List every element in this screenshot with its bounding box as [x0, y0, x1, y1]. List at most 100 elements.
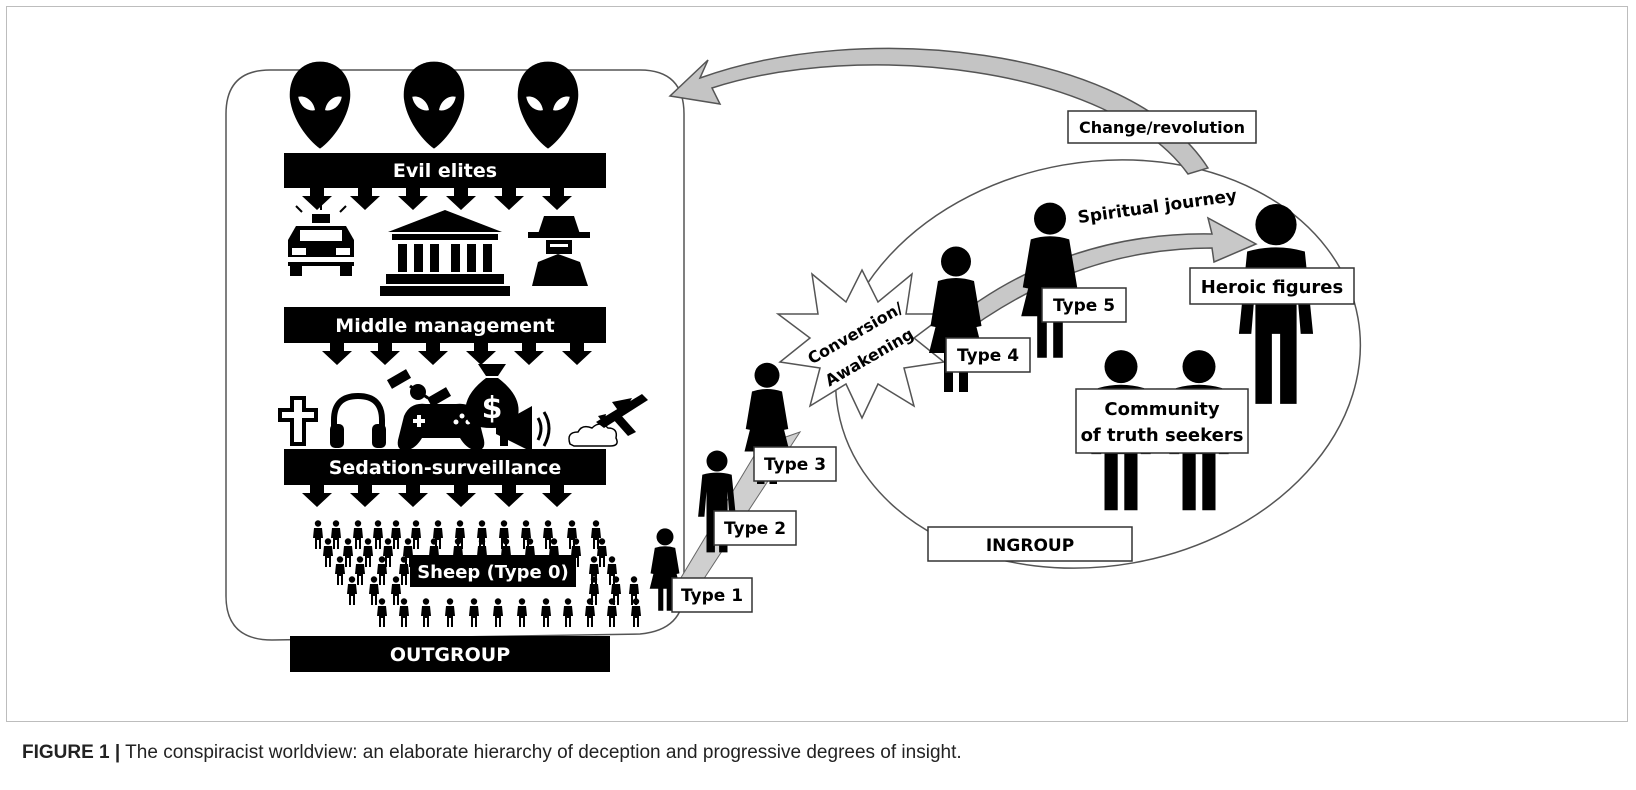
alien-head-icon: [403, 61, 465, 149]
down-arrow-icon: [562, 343, 592, 365]
sheep-person-icon: [399, 598, 409, 627]
headphones-icon: [330, 392, 386, 448]
sheep-person-icon: [313, 520, 323, 549]
sheep-person-icon: [353, 520, 363, 549]
ingroup-label: INGROUP: [986, 536, 1074, 556]
sheep-person-icon: [469, 598, 479, 627]
type3-box: [753, 446, 837, 482]
type5-label: Type 5: [1053, 296, 1115, 316]
sheep-person-icon: [391, 520, 401, 549]
sheep-person-icon: [541, 598, 551, 627]
money-bag-icon: $: [465, 364, 519, 428]
sheep-person-icon: [377, 598, 387, 627]
change-revolution-arrow: [668, 47, 1210, 175]
sheep-person-icon: [493, 598, 503, 627]
sheep-person-icon: [445, 598, 455, 627]
down-arrow-icon: [466, 343, 496, 365]
down-arrow-icon: [302, 485, 332, 507]
sedation-surveillance-label: Sedation-surveillance: [329, 457, 562, 479]
sheep-person-icon: [399, 556, 409, 585]
sheep-person-icon: [331, 520, 341, 549]
sheep-person-icon: [343, 538, 353, 567]
sheep-person-icon: [455, 520, 465, 549]
type4-box: [945, 337, 1031, 373]
down-arrow-icon: [350, 485, 380, 507]
down-arrow-icon: [398, 188, 428, 210]
ingroup-ellipse: [834, 159, 1362, 569]
conversion-starburst: [775, 268, 949, 420]
type5-box: [1041, 287, 1127, 323]
down-arrow-icon: [398, 485, 428, 507]
heroic-figures-box: [1189, 267, 1355, 305]
middle-management-label: Middle management: [335, 315, 554, 337]
down-arrow-icon: [446, 485, 476, 507]
sheep-person-icon: [421, 598, 431, 627]
change-revolution-label: Change/revolution: [1079, 118, 1245, 137]
down-arrow-icon: [542, 485, 572, 507]
sheep-person-icon: [373, 520, 383, 549]
alien-head-icon: [517, 61, 579, 149]
money-bag-dollar: $: [482, 391, 503, 426]
police-car-icon: [284, 202, 358, 276]
spy-icon: [528, 216, 590, 286]
sheep-person-icon: [585, 598, 595, 627]
diagram: Evil elites M: [225, 47, 1362, 672]
sheep-person-icon: [347, 576, 357, 605]
down-arrow-icon: [322, 343, 352, 365]
spiritual-journey-arrow: [945, 216, 1258, 342]
sheep-person-icon: [323, 538, 333, 567]
sheep-person-icon: [391, 576, 401, 605]
sheep-person-icon: [433, 520, 443, 549]
figure-caption-label: FIGURE 1 |: [22, 742, 121, 763]
type1-box: [671, 577, 753, 613]
sheep-person-icon: [383, 538, 393, 567]
community-label-line1: Community: [1104, 399, 1219, 420]
sheep-person-icon: [607, 598, 617, 627]
sheep-person-icon: [335, 556, 345, 585]
sheep-person-icon: [563, 598, 573, 627]
down-arrow-icon: [370, 343, 400, 365]
down-arrow-icon: [302, 188, 332, 210]
down-arrow-icon: [514, 343, 544, 365]
ingroup-box: [927, 526, 1133, 562]
type5-figure: [1021, 202, 1079, 358]
sheep-person-icon: [411, 520, 421, 549]
megaphone-icon: [496, 406, 551, 452]
down-arrow-icon: [494, 485, 524, 507]
figure-caption-text: The conspiracist worldview: an elaborate…: [120, 742, 962, 763]
sheep-person-icon: [369, 576, 379, 605]
down-arrow-icon: [350, 188, 380, 210]
change-revolution-box: [1067, 110, 1257, 144]
sheep-person-icon: [543, 520, 553, 549]
sedation-surveillance-bar: [284, 449, 606, 485]
government-building-icon: [380, 210, 510, 296]
figure-caption: FIGURE 1 | The conspiracist worldview: a…: [22, 742, 1612, 764]
type4-label: Type 4: [957, 346, 1019, 366]
type2-box: [713, 510, 797, 546]
community-label-line2: of truth seekers: [1081, 425, 1244, 446]
cross-icon: [278, 396, 318, 446]
down-arrow-icon: [494, 188, 524, 210]
airplane-chemtrail-icon: [568, 394, 648, 447]
sheep-person-icon: [517, 598, 527, 627]
sheep-person-icon: [499, 520, 509, 549]
alien-head-icon: [289, 61, 351, 149]
type3-label: Type 3: [764, 455, 826, 475]
figure-frame: [6, 6, 1628, 722]
evil-elites-bar: [284, 153, 606, 188]
sheep-person-icon: [521, 520, 531, 549]
sheep-person-icon: [355, 556, 365, 585]
game-controller-icon: [397, 403, 485, 451]
sheep-label: Sheep (Type 0): [417, 562, 569, 583]
middle-management-bar: [284, 307, 606, 343]
outgroup-bar: [290, 636, 610, 672]
down-arrow-icon: [418, 343, 448, 365]
heroic-figures-label: Heroic figures: [1201, 277, 1343, 298]
type1-label: Type 1: [681, 586, 743, 606]
sheep-label-box: [410, 555, 576, 587]
down-arrow-icon: [446, 188, 476, 210]
sheep-person-icon: [591, 520, 601, 549]
sheep-person-icon: [363, 538, 373, 567]
outgroup-label: OUTGROUP: [390, 644, 510, 666]
sheep-person-icon: [567, 520, 577, 549]
